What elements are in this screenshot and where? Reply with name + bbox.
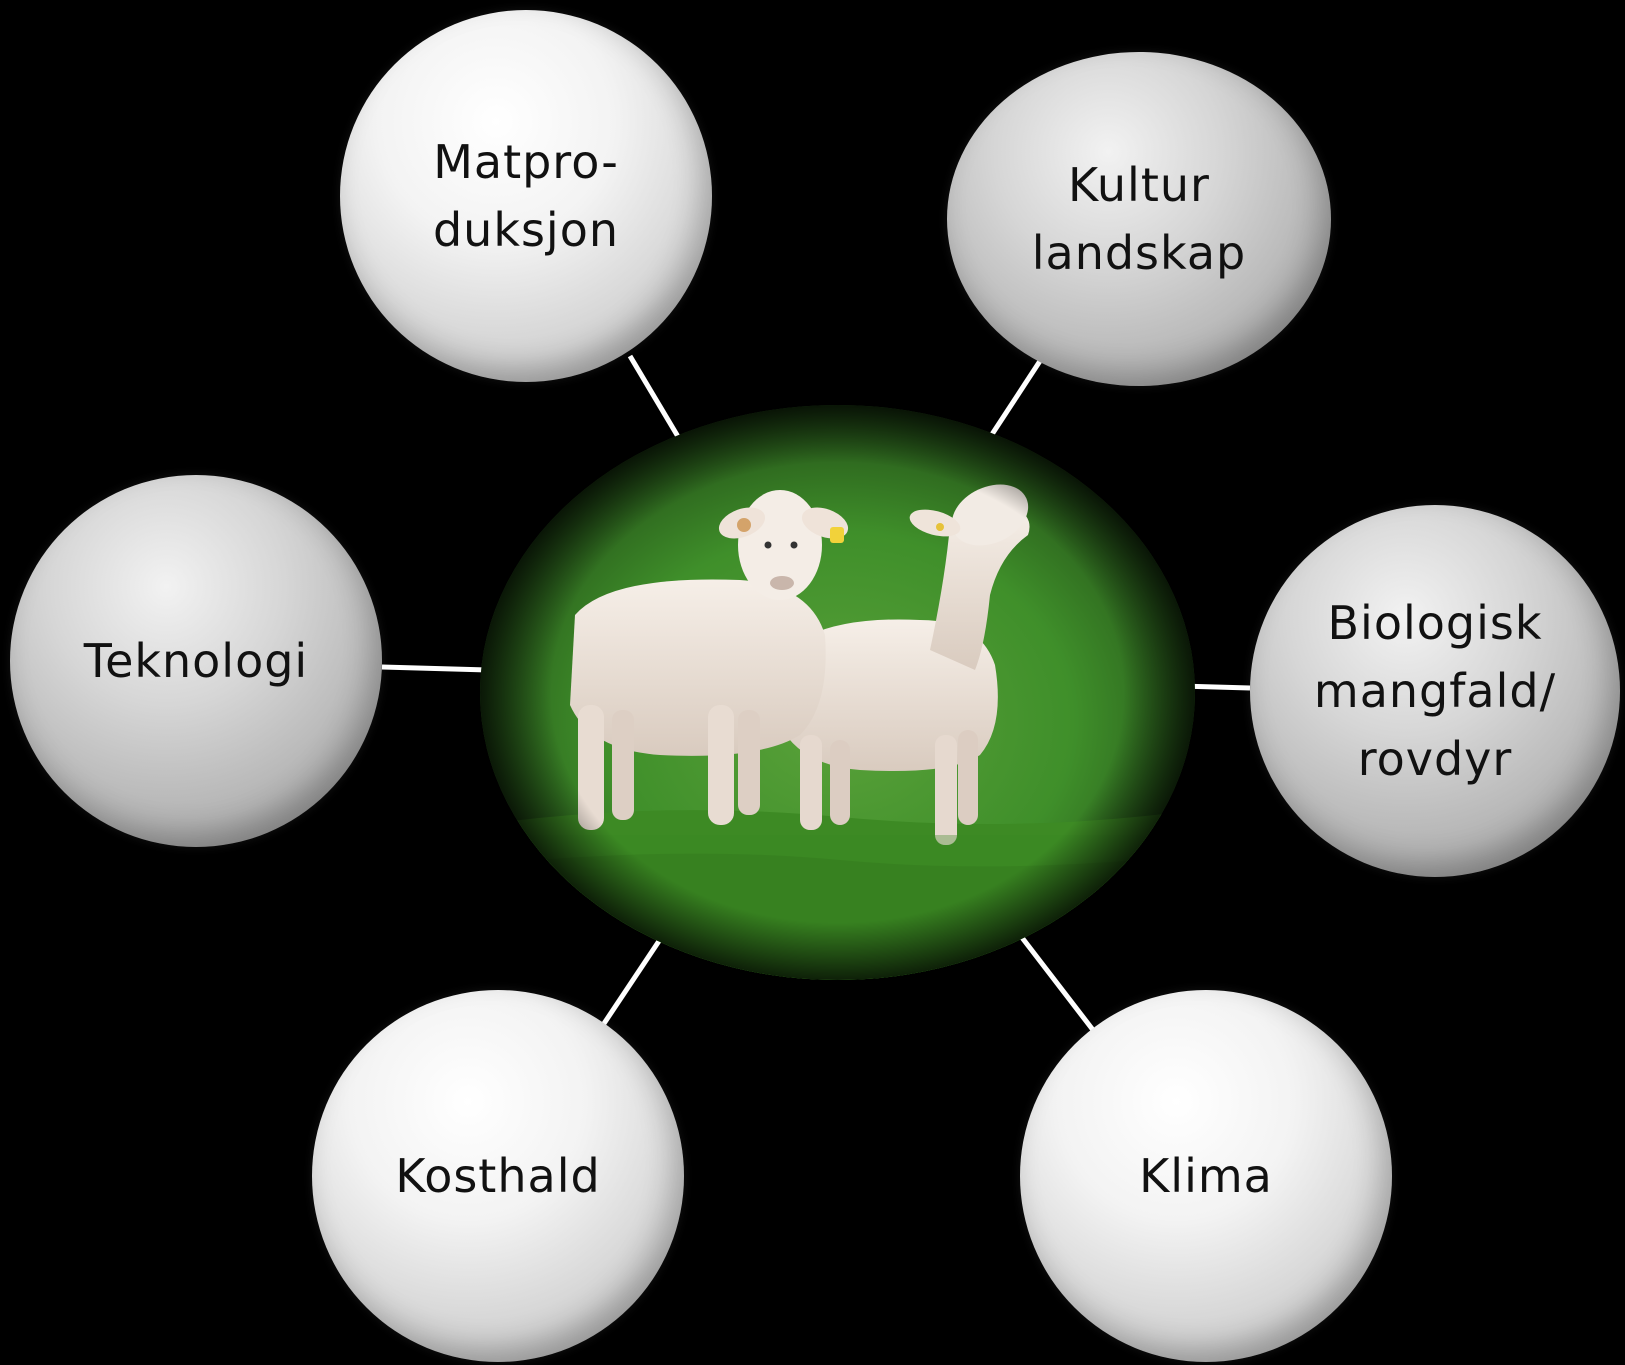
node-kosthald: Kosthald (312, 990, 684, 1362)
connector-matproduksjon (630, 356, 683, 445)
connector-klima (1020, 935, 1093, 1030)
node-label-teknologi: Teknologi (84, 627, 308, 695)
node-label-kosthald: Kosthald (395, 1142, 600, 1210)
lambs-photo (480, 405, 1195, 980)
node-label-matproduksjon: Matpro- duksjon (433, 128, 619, 264)
node-biologisk-mangfald: Biologisk mangfald/ rovdyr (1250, 505, 1620, 877)
node-label-kulturlandskap: Kultur landskap (1032, 151, 1247, 287)
connector-kulturlandskap (985, 361, 1040, 445)
node-teknologi: Teknologi (10, 475, 382, 847)
node-matproduksjon: Matpro- duksjon (340, 10, 712, 382)
connector-teknologi (382, 667, 488, 670)
node-label-biologisk-mangfald: Biologisk mangfald/ rovdyr (1314, 589, 1556, 793)
node-klima: Klima (1020, 990, 1392, 1362)
node-label-klima: Klima (1139, 1142, 1273, 1210)
node-kulturlandskap: Kultur landskap (947, 52, 1331, 386)
connector-kosthald (603, 935, 663, 1025)
